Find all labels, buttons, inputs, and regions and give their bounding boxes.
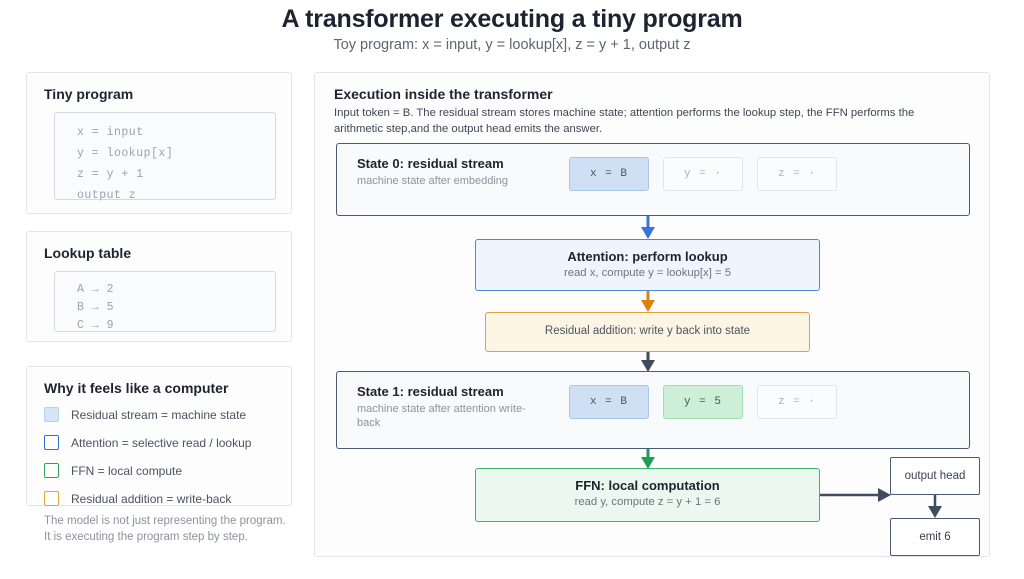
attention-swatch-icon — [44, 435, 59, 450]
emit-box: emit 6 — [890, 518, 980, 556]
code-line: z = y + 1 — [77, 168, 144, 181]
ffn-subtitle: read y, compute z = y + 1 = 6 — [574, 496, 721, 508]
legend-item-ffn: FFN = local compute — [44, 463, 182, 478]
state-0-slot-z: z = · — [757, 157, 837, 191]
code-line: output z — [77, 189, 137, 202]
lookup-row: A → 2 — [77, 283, 115, 296]
lookup-row: C → 9 — [77, 319, 115, 332]
tiny-program-panel: Tiny program x = input y = lookup[x] z =… — [26, 72, 292, 214]
residual-addition-box: Residual addition: write y back into sta… — [485, 312, 810, 352]
lookup-table-code-block: A → 2 B → 5 C → 9 — [54, 271, 276, 332]
state-1-slot-z: z = · — [757, 385, 837, 419]
ffn-box: FFN: local computation read y, compute z… — [475, 468, 820, 522]
output-head-box: output head — [890, 457, 980, 495]
tiny-program-heading: Tiny program — [44, 86, 134, 102]
residual-addition-text: Residual addition: write y back into sta… — [544, 325, 751, 337]
lookup-table-heading: Lookup table — [44, 245, 132, 261]
arrow-residual-add-to-state1 — [640, 352, 656, 373]
legend-footnote: The model is not just representing the p… — [44, 513, 286, 545]
state-1-slot-x: x = B — [569, 385, 649, 419]
state-1-slot-y: y = 5 — [663, 385, 743, 419]
legend-item-label: Residual stream = machine state — [71, 407, 247, 422]
ffn-title: FFN: local computation — [575, 478, 720, 493]
state-0-box: State 0: residual stream machine state a… — [336, 143, 970, 216]
ffn-swatch-icon — [44, 463, 59, 478]
arrow-state1-to-ffn — [640, 449, 656, 470]
execution-description: Input token = B. The residual stream sto… — [334, 107, 915, 135]
execution-title: Execution inside the transformer — [334, 86, 553, 102]
legend-item-attention: Attention = selective read / lookup — [44, 435, 251, 450]
attention-title: Attention: perform lookup — [567, 249, 728, 264]
footnote-line-2: It is executing the program step by step… — [44, 531, 248, 543]
footnote-line-1: The model is not just representing the p… — [44, 515, 286, 527]
legend-item-label: Residual addition = write-back — [71, 491, 232, 506]
residual-stream-swatch-icon — [44, 407, 59, 422]
lookup-row: B → 5 — [77, 301, 115, 314]
page-subtitle: Toy program: x = input, y = lookup[x], z… — [333, 37, 691, 53]
legend-item-label: FFN = local compute — [71, 463, 183, 478]
state-0-subtitle: machine state after embedding — [357, 175, 509, 187]
page-title: A transformer executing a tiny program — [281, 5, 743, 33]
code-line: x = input — [77, 126, 144, 139]
residual-addition-swatch-icon — [44, 491, 59, 506]
state-0-slot-y: y = · — [663, 157, 743, 191]
attention-box: Attention: perform lookup read x, comput… — [475, 239, 820, 291]
tiny-program-code-block: x = input y = lookup[x] z = y + 1 output… — [54, 112, 276, 202]
legend-panel: Why it feels like a computer Residual st… — [26, 366, 292, 506]
legend-item-residual-addition: Residual addition = write-back — [44, 491, 231, 506]
legend-heading: Why it feels like a computer — [44, 380, 229, 396]
legend-item-residual-stream: Residual stream = machine state — [44, 407, 246, 422]
arrow-state0-to-attention — [640, 216, 656, 240]
code-line: y = lookup[x] — [77, 147, 174, 160]
legend-item-label: Attention = selective read / lookup — [71, 435, 252, 450]
arrow-ffn-to-output-head — [820, 487, 892, 503]
execution-panel: Execution inside the transformer Input t… — [314, 72, 990, 557]
state-0-title: State 0: residual stream — [357, 156, 504, 171]
arrow-attention-to-residual-add — [640, 291, 656, 313]
state-1-slots: x = B y = 5 z = · — [569, 385, 837, 419]
state-0-slots: x = B y = · z = · — [569, 157, 837, 191]
arrow-output-head-to-emit — [927, 495, 943, 519]
lookup-table-panel: Lookup table A → 2 B → 5 C → 9 — [26, 231, 292, 342]
state-1-box: State 1: residual stream machine state a… — [336, 371, 970, 449]
state-0-slot-x: x = B — [569, 157, 649, 191]
state-1-subtitle: machine state after attention write-back — [357, 403, 526, 429]
attention-subtitle: read x, compute y = lookup[x] = 5 — [563, 267, 732, 279]
state-1-title: State 1: residual stream — [357, 384, 504, 399]
